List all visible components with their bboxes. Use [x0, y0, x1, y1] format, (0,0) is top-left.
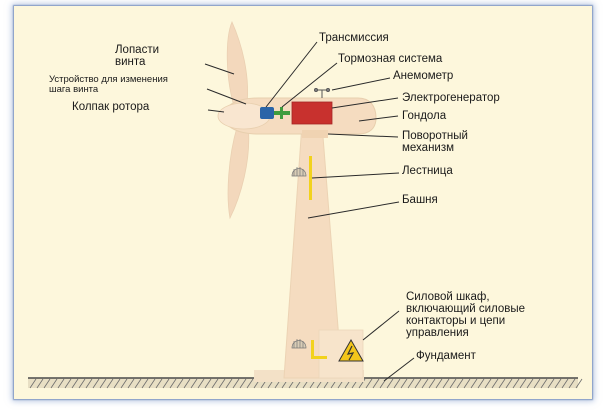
ladder-cage-bottom-icon [291, 339, 307, 349]
brake-system [280, 107, 283, 119]
ladder [309, 156, 327, 359]
label-anemometer: Анемометр [393, 70, 454, 82]
label-cabinet: Силовой шкаф, включающий силовые контакт… [406, 291, 526, 339]
label-brake: Тормозная система [338, 53, 443, 65]
blade-bottom [227, 123, 250, 220]
label-rotor-cap: Колпак ротора [72, 101, 150, 113]
ladder-cage-icon [291, 167, 307, 177]
wind-turbine-diagram [28, 20, 583, 389]
label-ladder: Лестница [402, 165, 453, 177]
leader-lines [204, 41, 415, 382]
label-pitch-device: Устройство для изменения шага винта [49, 74, 168, 95]
generator [291, 101, 333, 125]
high-voltage-warning-icon [338, 338, 364, 362]
transmission [260, 107, 274, 119]
label-foundation: Фундамент [416, 350, 476, 362]
label-transmission: Трансмиссия [319, 32, 389, 44]
label-generator: Электрогенератор [402, 92, 500, 104]
label-nacelle: Гондола [402, 110, 447, 122]
anemometer-icon [314, 88, 330, 98]
label-tower: Башня [402, 194, 438, 206]
label-blades: Лопасти винта [115, 44, 160, 68]
label-yaw: Поворотный механизм [402, 130, 468, 154]
yaw-mechanism [302, 130, 328, 138]
diagram-frame: Лопасти винта Устройство для изменения ш… [14, 6, 592, 399]
blade-top [226, 20, 249, 114]
